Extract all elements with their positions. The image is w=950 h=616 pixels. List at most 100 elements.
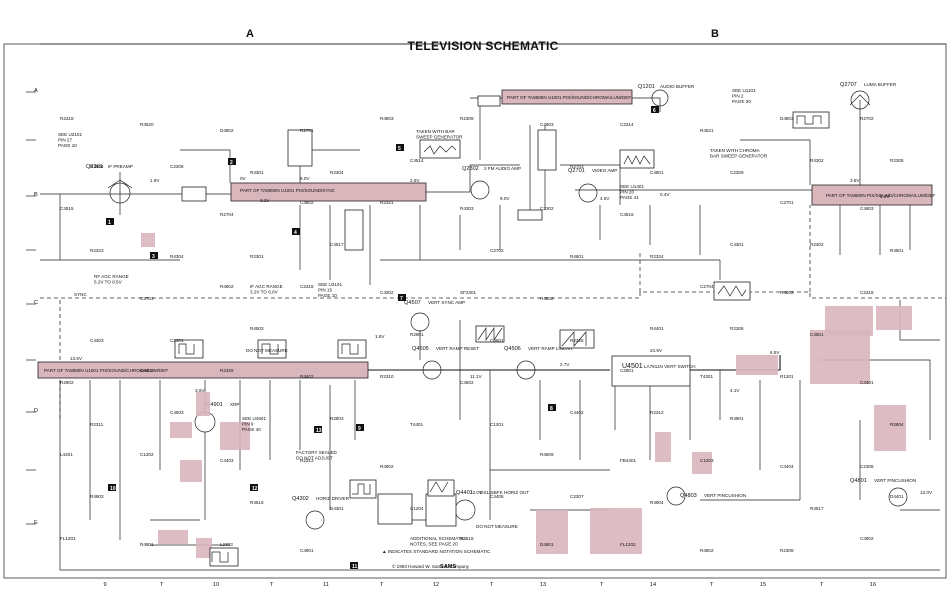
test-point-12[interactable]: [250, 484, 258, 491]
component-label: R4802: [700, 548, 714, 553]
component-label: R4509: [540, 452, 554, 457]
component-label: FL1202: [620, 542, 636, 547]
filter-sf2301[interactable]: [181, 186, 207, 202]
test-point-7[interactable]: [398, 294, 406, 301]
component-label: R2310: [380, 374, 394, 379]
component-label: C2316: [300, 284, 314, 289]
component-label: L2303: [220, 542, 233, 547]
ic-u4501-sub: LA7811N VERT SWITCH: [644, 364, 696, 369]
transistor-q2302[interactable]: [470, 180, 490, 200]
voltage-label: 12.0V: [920, 490, 933, 495]
svg-text:1: 1: [108, 220, 111, 226]
component-label: C4403: [220, 458, 234, 463]
component-label: R2802: [60, 380, 74, 385]
component-label: D4801: [540, 542, 554, 547]
transistor-q2301[interactable]: [109, 182, 131, 204]
test-point-10[interactable]: [108, 484, 116, 491]
svg-text:IF PREAMP: IF PREAMP: [108, 164, 133, 169]
test-point-1[interactable]: [106, 218, 114, 225]
ic-u1001-right-label: PART OF TA8880N PIX/SOUND/CHROMA/LUM/DEF: [826, 193, 936, 198]
voltage-label: 8.0V: [300, 176, 310, 181]
svg-text:HORIZ DRIVER: HORIZ DRIVER: [316, 496, 350, 501]
component-label: R4602: [220, 284, 234, 289]
ic-u1001-right[interactable]: [811, 184, 933, 206]
transformer-t4401[interactable]: [425, 493, 457, 527]
test-point-4[interactable]: [292, 228, 300, 235]
ic-u4501[interactable]: [611, 355, 691, 387]
component-label: D4301: [330, 506, 344, 511]
svg-text:3: 3: [152, 254, 155, 260]
component-label: C4901: [300, 548, 314, 553]
component-label: R2326: [220, 368, 234, 373]
waveform-2: [619, 149, 655, 169]
component-label: R2703: [570, 164, 584, 169]
coil-l2304[interactable]: [344, 209, 364, 251]
coil-l1201[interactable]: [537, 129, 557, 171]
test-point-11[interactable]: [350, 562, 358, 569]
test-point-3[interactable]: [150, 252, 158, 259]
test-point-2[interactable]: [228, 158, 236, 165]
component-label: R2312: [650, 410, 664, 415]
component-label: R2324: [650, 254, 664, 259]
component-label: C4802: [300, 200, 314, 205]
component-label: C4301: [730, 242, 744, 247]
svg-text:VIDEO AMP: VIDEO AMP: [592, 168, 617, 173]
component-label: C4303: [90, 338, 104, 343]
waveform-1: [419, 139, 461, 159]
column-number-9: 9: [103, 582, 106, 588]
note-do-not-measure-2: DO NOT MEASURE: [476, 524, 518, 529]
transistor-q4801[interactable]: [888, 487, 908, 507]
component-label: D4802: [220, 128, 234, 133]
filter-fl1202[interactable]: [517, 209, 543, 221]
component-label: R4517: [810, 506, 824, 511]
component-label: R2803: [330, 416, 344, 421]
component-label: R4904: [650, 500, 664, 505]
test-point-9[interactable]: [356, 424, 364, 431]
test-point-13[interactable]: [314, 426, 322, 433]
svg-text:5: 5: [398, 146, 401, 152]
transistor-q4401[interactable]: [454, 499, 476, 521]
component-label: C4405: [490, 494, 504, 499]
component-label: C4404: [780, 464, 794, 469]
voltage-label: 12.0V: [470, 490, 483, 495]
q1201-label: Q1201: [638, 84, 655, 90]
waveform-11: [427, 479, 455, 497]
transformers: [181, 95, 557, 527]
transformer-t4301[interactable]: [377, 493, 413, 525]
filter-fl1201[interactable]: [477, 95, 501, 107]
ic-u1001-top[interactable]: [501, 89, 633, 105]
component-label: R4303: [460, 206, 474, 211]
component-label: C4902: [860, 536, 874, 541]
component-label: C4515: [60, 206, 74, 211]
component-label: R2302: [810, 242, 824, 247]
test-point-6[interactable]: [651, 106, 659, 113]
column-number-16: 16: [870, 582, 876, 588]
column-number-15: 15: [760, 582, 766, 588]
waveform-5: [174, 339, 204, 359]
svg-text:XRP: XRP: [230, 402, 239, 407]
test-point-8[interactable]: [548, 404, 556, 411]
transistor-q1201[interactable]: [651, 89, 669, 107]
transistor-q4803[interactable]: [666, 486, 686, 506]
row-markers: A B C D E: [26, 88, 38, 526]
transistor-q4507[interactable]: [410, 312, 430, 332]
component-label: R4401: [650, 326, 664, 331]
ic-u1001-mid-label: PART OF TA8880N U1001 PIX/SOUND/SYNC: [240, 188, 336, 193]
column-number-11: 11: [323, 582, 329, 588]
transistor-q4302[interactable]: [305, 510, 325, 530]
component-label: C2307: [570, 494, 584, 499]
coil-l2303[interactable]: [287, 129, 313, 167]
test-point-5[interactable]: [396, 144, 404, 151]
svg-text:T: T: [490, 582, 494, 588]
component-label: C4903: [540, 122, 554, 127]
component-label: R4302: [810, 158, 824, 163]
transistor-q2707[interactable]: [850, 90, 870, 110]
voltage-label: 3.2V: [260, 198, 270, 203]
transistor-q2701[interactable]: [578, 183, 598, 203]
component-label: R4301: [250, 170, 264, 175]
